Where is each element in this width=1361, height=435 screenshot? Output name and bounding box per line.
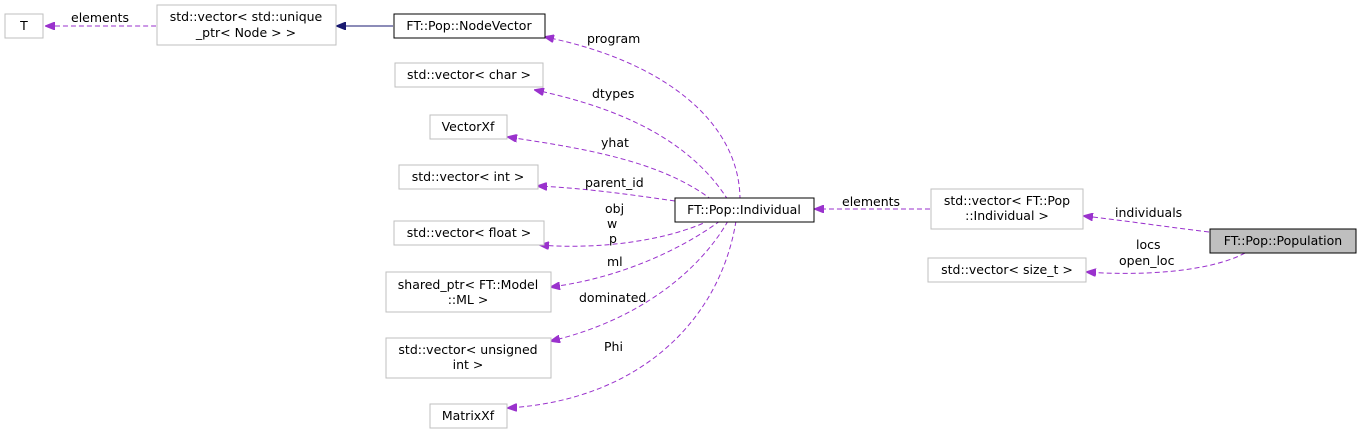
edge-label-obj: obj — [605, 201, 624, 216]
edge-label-open-loc: open_loc — [1119, 253, 1175, 268]
edge-label-locs: locs — [1136, 237, 1161, 252]
node-nodevector-label: FT::Pop::NodeVector — [406, 18, 532, 33]
node-shared-ptr-ml-line2: ::ML > — [448, 292, 489, 307]
node-vector-unique-ptr-line2: _ptr< Node > > — [195, 25, 296, 40]
edge-label-yhat: yhat — [601, 135, 629, 150]
node-shared-ptr-ml[interactable]: shared_ptr< FT::Model ::ML > — [385, 271, 552, 313]
node-t-label: T — [19, 18, 28, 33]
node-vector-char-label: std::vector< char > — [407, 67, 531, 82]
node-population-label: FT::Pop::Population — [1224, 233, 1342, 248]
node-matrixxf-label: MatrixXf — [442, 408, 495, 423]
edge-label-elements-t: elements — [71, 10, 129, 25]
node-vector-unique-ptr[interactable]: std::vector< std::unique _ptr< Node > > — [156, 4, 337, 46]
edge-ml — [551, 220, 721, 287]
edge-yhat — [508, 137, 713, 201]
node-vector-unsigned-int-line1: std::vector< unsigned — [398, 342, 537, 357]
edge-locs-open-loc — [1087, 252, 1246, 273]
node-nodevector[interactable]: FT::Pop::NodeVector — [393, 13, 546, 39]
node-vectorxf[interactable]: VectorXf — [429, 114, 508, 140]
edge-label-parent-id: parent_id — [585, 175, 644, 190]
node-vector-char[interactable]: std::vector< char > — [394, 62, 544, 88]
node-matrixxf[interactable]: MatrixXf — [429, 403, 508, 429]
node-vector-unsigned-int-line2: int > — [453, 357, 484, 372]
edge-label-ml: ml — [607, 254, 623, 269]
node-vector-individual-line2: ::Individual > — [965, 208, 1049, 223]
node-t[interactable]: T — [4, 13, 44, 39]
node-population[interactable]: FT::Pop::Population — [1209, 228, 1357, 254]
edge-label-p: p — [609, 231, 617, 246]
edge-label-dominated: dominated — [579, 290, 646, 305]
edge-dominated — [551, 220, 729, 341]
edge-dtypes — [535, 90, 729, 201]
node-vector-int-label: std::vector< int > — [412, 169, 525, 184]
node-vector-individual-line1: std::vector< FT::Pop — [944, 193, 1070, 208]
node-vector-unsigned-int[interactable]: std::vector< unsigned int > — [385, 337, 552, 379]
node-vectorxf-label: VectorXf — [442, 119, 495, 134]
node-vector-unique-ptr-line1: std::vector< std::unique — [170, 9, 323, 24]
edge-individuals — [1084, 216, 1210, 233]
edge-obj-w-p — [540, 219, 711, 246]
edge-label-phi: Phi — [604, 339, 623, 354]
edge-label-program: program — [587, 31, 640, 46]
edge-program — [545, 37, 741, 201]
edge-label-elements-individual: elements — [842, 194, 900, 209]
edge-labels: elements program dtypes yhat parent_id o… — [71, 10, 1182, 354]
node-individual-label: FT::Pop::Individual — [687, 202, 801, 217]
node-vector-size-t-label: std::vector< size_t > — [941, 262, 1073, 277]
node-shared-ptr-ml-line1: shared_ptr< FT::Model — [398, 277, 538, 292]
node-vector-float-label: std::vector< float > — [407, 225, 531, 240]
edge-label-individuals: individuals — [1115, 205, 1182, 220]
node-vector-float[interactable]: std::vector< float > — [393, 220, 545, 246]
node-vector-individual[interactable]: std::vector< FT::Pop ::Individual > — [930, 188, 1084, 230]
node-vector-int[interactable]: std::vector< int > — [398, 164, 539, 190]
node-individual[interactable]: FT::Pop::Individual — [674, 197, 815, 223]
edge-label-w: w — [607, 216, 617, 231]
node-vector-size-t[interactable]: std::vector< size_t > — [927, 257, 1087, 283]
edges — [46, 26, 1246, 408]
edge-label-dtypes: dtypes — [592, 86, 634, 101]
edge-parent-id — [538, 186, 676, 202]
edge-phi — [508, 220, 737, 408]
